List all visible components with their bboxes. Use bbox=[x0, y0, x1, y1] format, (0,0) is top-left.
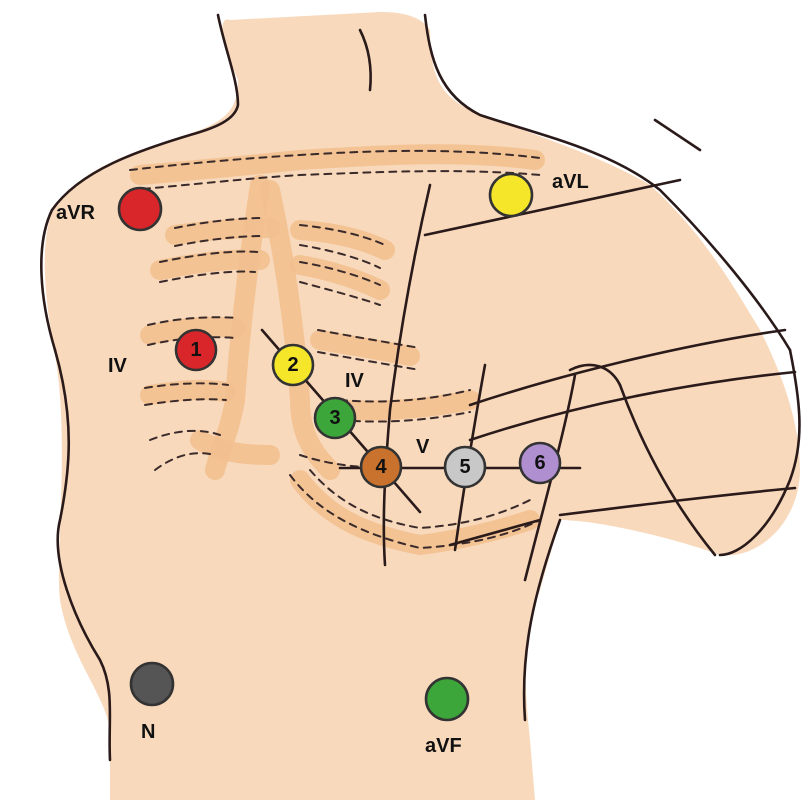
left-iv-label: IV bbox=[108, 355, 128, 377]
chest-electrode-v4: 4 bbox=[359, 445, 403, 489]
v6-electrode bbox=[518, 441, 562, 485]
v2-number: 2 bbox=[287, 354, 298, 376]
rib-outlines bbox=[129, 149, 541, 550]
v5-electrode bbox=[443, 445, 487, 489]
limb-electrode-n: N bbox=[129, 661, 175, 743]
v3-electrode bbox=[313, 396, 357, 440]
chest-electrode-v3: 3 bbox=[313, 396, 357, 440]
rib-cage-shading bbox=[130, 144, 545, 556]
avr-electrode bbox=[117, 186, 163, 232]
v4-number: 4 bbox=[375, 456, 387, 478]
v-space-label: V bbox=[416, 436, 430, 458]
avf-label: aVF bbox=[425, 735, 462, 757]
v4-electrode bbox=[359, 445, 403, 489]
n-electrode bbox=[129, 661, 175, 707]
limb-electrode-avl: aVL bbox=[488, 171, 589, 218]
v6-number: 6 bbox=[534, 452, 545, 474]
limb-electrode-avr: aVR bbox=[56, 186, 163, 232]
v3-number: 3 bbox=[329, 407, 340, 429]
body-outline bbox=[40, 13, 801, 762]
v5-number: 5 bbox=[459, 456, 470, 478]
avf-electrode bbox=[424, 676, 470, 722]
chest-electrode-v2: 2 bbox=[271, 343, 315, 387]
n-label: N bbox=[141, 721, 155, 743]
v1-number: 1 bbox=[190, 339, 201, 361]
chest-electrode-v5: 5 bbox=[443, 445, 487, 489]
right-iv-label: IV bbox=[345, 370, 365, 392]
chest-electrode-v6: 6 bbox=[518, 441, 562, 485]
avl-label: aVL bbox=[552, 171, 589, 193]
avl-electrode bbox=[488, 172, 534, 218]
v2-electrode bbox=[271, 343, 315, 387]
limb-electrode-avf: aVF bbox=[424, 676, 470, 757]
chest-electrode-v1: 1 bbox=[174, 328, 218, 372]
v1-electrode bbox=[174, 328, 218, 372]
avr-label: aVR bbox=[56, 202, 95, 224]
